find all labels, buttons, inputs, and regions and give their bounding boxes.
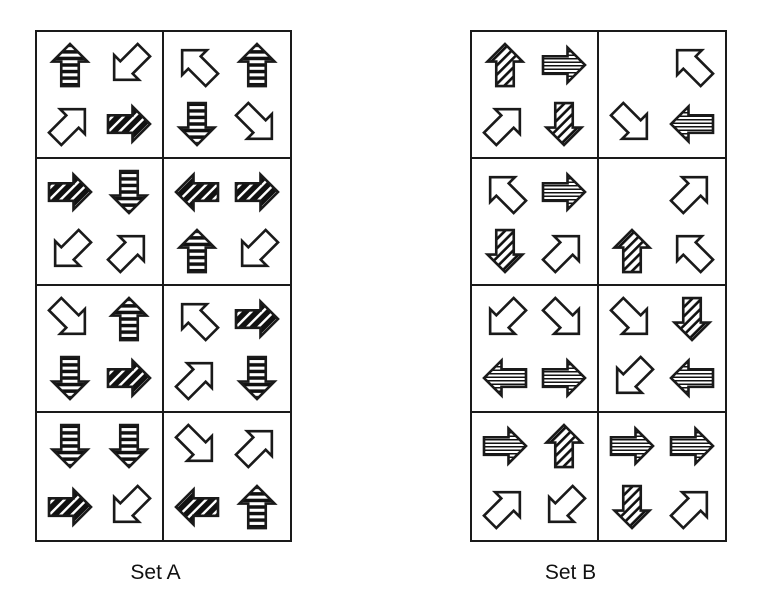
down-left-arrow-icon bbox=[477, 291, 533, 347]
up-right-arrow-icon bbox=[536, 223, 592, 279]
left-arrow-icon bbox=[664, 350, 720, 406]
set-a-panel bbox=[35, 30, 292, 542]
down-arrow-icon bbox=[169, 96, 225, 152]
right-arrow-icon bbox=[604, 418, 660, 474]
down-left-arrow-icon bbox=[101, 479, 157, 535]
grid-cell bbox=[472, 32, 599, 159]
left-arrow-icon bbox=[664, 96, 720, 152]
set-b-panel bbox=[470, 30, 727, 542]
up-right-arrow-icon bbox=[101, 223, 157, 279]
right-arrow-icon bbox=[536, 37, 592, 93]
grid-cell bbox=[37, 286, 164, 413]
set-b-grid bbox=[472, 32, 725, 540]
right-arrow-icon bbox=[664, 418, 720, 474]
right-arrow-icon bbox=[229, 291, 285, 347]
grid-cell bbox=[472, 413, 599, 540]
set-a-grid bbox=[37, 32, 290, 540]
up-right-arrow-icon bbox=[477, 479, 533, 535]
set-b-label: Set B bbox=[544, 561, 597, 584]
set-a-label: Set A bbox=[130, 561, 181, 584]
grid-cell bbox=[472, 286, 599, 413]
up-left-arrow-icon bbox=[664, 223, 720, 279]
up-arrow-icon bbox=[536, 418, 592, 474]
down-right-arrow-icon bbox=[42, 291, 98, 347]
empty-slot bbox=[604, 37, 660, 93]
up-right-arrow-icon bbox=[169, 350, 225, 406]
up-arrow-icon bbox=[169, 223, 225, 279]
down-arrow-icon bbox=[604, 479, 660, 535]
right-arrow-icon bbox=[477, 418, 533, 474]
right-arrow-icon bbox=[42, 479, 98, 535]
down-arrow-icon bbox=[229, 350, 285, 406]
grid-cell bbox=[599, 413, 726, 540]
up-left-arrow-icon bbox=[664, 37, 720, 93]
up-arrow-icon bbox=[101, 291, 157, 347]
grid-cell bbox=[163, 32, 290, 159]
grid-cell bbox=[598, 286, 725, 413]
grid-cell bbox=[37, 32, 164, 159]
down-arrow-icon bbox=[101, 418, 157, 474]
up-left-arrow-icon bbox=[477, 164, 533, 220]
up-arrow-icon bbox=[229, 37, 285, 93]
up-arrow-icon bbox=[42, 37, 98, 93]
down-arrow-icon bbox=[477, 223, 533, 279]
down-left-arrow-icon bbox=[101, 37, 157, 93]
grid-cell bbox=[164, 413, 291, 540]
down-left-arrow-icon bbox=[536, 479, 592, 535]
up-left-arrow-icon bbox=[169, 291, 225, 347]
right-arrow-icon bbox=[101, 350, 157, 406]
left-arrow-icon bbox=[477, 350, 533, 406]
down-right-arrow-icon bbox=[169, 418, 225, 474]
down-left-arrow-icon bbox=[229, 223, 285, 279]
empty-slot bbox=[604, 164, 660, 220]
down-left-arrow-icon bbox=[604, 350, 660, 406]
right-arrow-icon bbox=[101, 96, 157, 152]
grid-cell bbox=[598, 159, 725, 286]
right-arrow-icon bbox=[536, 164, 592, 220]
up-arrow-icon bbox=[229, 479, 285, 535]
up-right-arrow-icon bbox=[664, 164, 720, 220]
left-arrow-icon bbox=[169, 164, 225, 220]
right-arrow-icon bbox=[536, 350, 592, 406]
grid-cell bbox=[37, 159, 164, 286]
up-right-arrow-icon bbox=[229, 418, 285, 474]
left-arrow-icon bbox=[169, 479, 225, 535]
down-arrow-icon bbox=[536, 96, 592, 152]
up-arrow-icon bbox=[477, 37, 533, 93]
down-arrow-icon bbox=[42, 418, 98, 474]
up-left-arrow-icon bbox=[169, 37, 225, 93]
down-right-arrow-icon bbox=[604, 96, 660, 152]
up-right-arrow-icon bbox=[664, 479, 720, 535]
grid-cell bbox=[472, 159, 599, 286]
up-right-arrow-icon bbox=[42, 96, 98, 152]
down-right-arrow-icon bbox=[229, 96, 285, 152]
up-arrow-icon bbox=[604, 223, 660, 279]
down-left-arrow-icon bbox=[42, 223, 98, 279]
grid-cell bbox=[163, 159, 290, 286]
right-arrow-icon bbox=[42, 164, 98, 220]
grid-cell bbox=[598, 32, 725, 159]
grid-cell bbox=[37, 413, 164, 540]
right-arrow-icon bbox=[229, 164, 285, 220]
down-arrow-icon bbox=[42, 350, 98, 406]
down-arrow-icon bbox=[101, 164, 157, 220]
grid-cell bbox=[163, 286, 290, 413]
down-right-arrow-icon bbox=[536, 291, 592, 347]
down-right-arrow-icon bbox=[604, 291, 660, 347]
down-arrow-icon bbox=[664, 291, 720, 347]
up-right-arrow-icon bbox=[477, 96, 533, 152]
